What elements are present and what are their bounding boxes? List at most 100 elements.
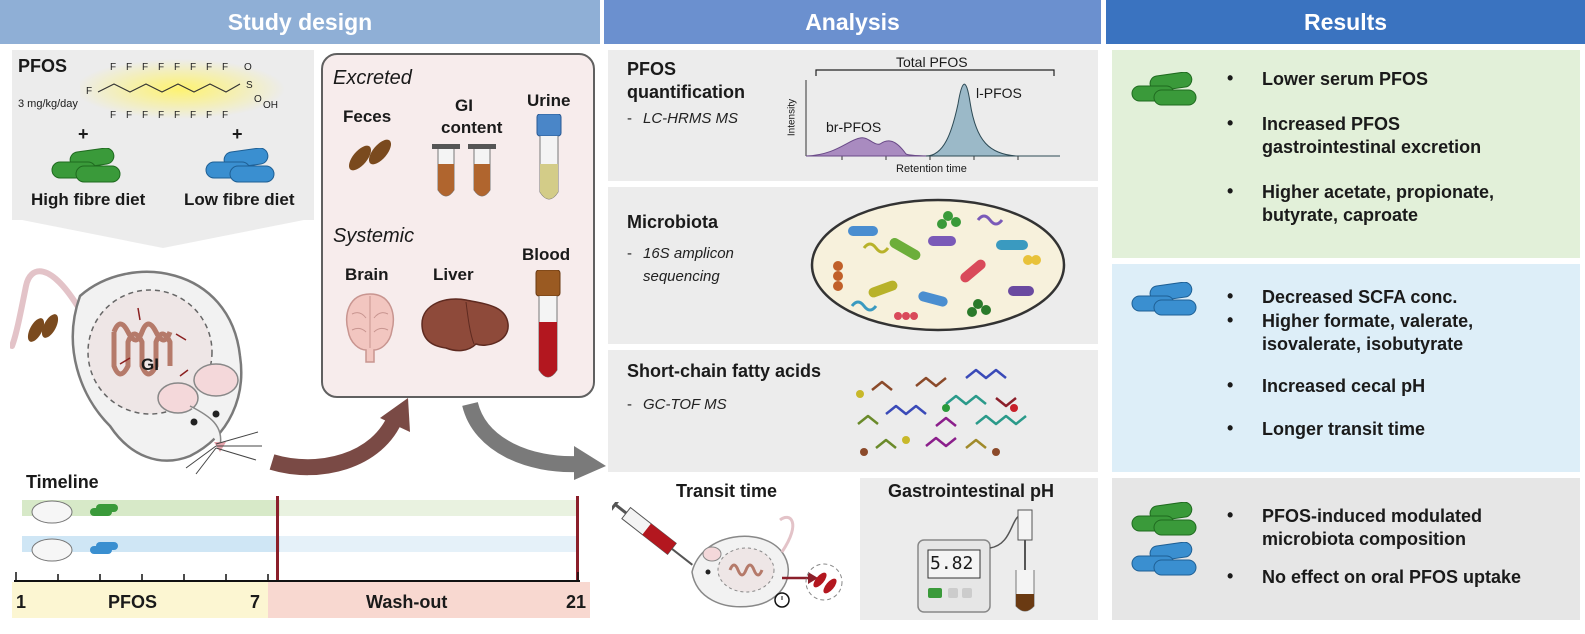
gi-label: GI	[141, 355, 159, 374]
result-both-1b: microbiota composition	[1262, 529, 1467, 549]
high-fibre-label: High fibre diet	[31, 190, 146, 209]
results-low-fibre-pellets-icon	[1131, 282, 1197, 316]
svg-text:F: F	[206, 110, 212, 121]
results-title: Results	[1303, 8, 1388, 35]
results-high-fibre-pellets-icon	[1131, 72, 1197, 106]
svg-text:F: F	[110, 62, 116, 73]
svg-text:S: S	[246, 80, 253, 91]
result-high-3a: Higher acetate, propionate,	[1262, 182, 1495, 202]
dose-label: 3 mg/kg/day	[18, 98, 78, 110]
pfos-phase-band	[12, 582, 268, 618]
svg-text:F: F	[142, 62, 148, 73]
result-low-4: Longer transit time	[1262, 419, 1426, 439]
transit-time-title: Transit time	[676, 481, 778, 501]
scfa-title: Short-chain fatty acids	[627, 361, 822, 381]
scfa-molecules-icon	[856, 368, 1027, 456]
pfos-quant-title-2: quantification	[627, 82, 745, 102]
urine-label: Urine	[527, 91, 571, 110]
svg-text:F: F	[222, 62, 228, 73]
arrow-to-analysis-icon	[462, 401, 606, 480]
feces-icon	[348, 139, 392, 171]
pfos-method: LC-HRMS MS	[643, 110, 739, 127]
svg-text:OH: OH	[263, 100, 278, 111]
bullet: •	[1227, 310, 1234, 330]
results-both-high-pellets-icon	[1131, 502, 1197, 536]
bullet: •	[1227, 375, 1234, 395]
svg-text:F: F	[126, 110, 132, 121]
washout-phase-band	[268, 582, 590, 618]
systemic-label: Systemic	[333, 225, 415, 247]
micro-method-dash: -	[627, 245, 632, 262]
scfa-method-dash: -	[627, 396, 632, 413]
brain-icon	[345, 293, 395, 363]
pfos-quant-panel	[608, 50, 1098, 181]
micro-method-1: 16S amplicon	[643, 245, 734, 262]
result-both-2: No effect on oral PFOS uptake	[1262, 567, 1522, 587]
pfos-quant-title-1: PFOS	[627, 59, 677, 79]
mouse-illustration-icon	[10, 268, 262, 475]
chromatogram-chart	[805, 69, 1060, 160]
pfos-method-dash: -	[627, 110, 632, 127]
ph-readout: 5.82	[930, 553, 974, 574]
high-fibre-pellets-icon	[51, 148, 121, 183]
chrom-total-label: Total PFOS	[896, 54, 968, 70]
chrom-y-label: Intensity	[786, 98, 798, 137]
excreted-label: Excreted	[333, 67, 412, 89]
transit-mouse-icon	[612, 502, 843, 608]
plus-sign-high: +	[78, 124, 89, 144]
pfos-label: PFOS	[18, 56, 68, 76]
timeline-mice-icon	[31, 500, 118, 562]
result-high-1: Lower serum PFOS	[1262, 69, 1429, 89]
gi-content-tubes-icon	[432, 144, 496, 197]
microbiota-petri-icon	[810, 198, 1066, 332]
brain-label: Brain	[345, 265, 389, 284]
day7-marker	[276, 496, 279, 582]
gi-content-label-1: GI	[455, 96, 473, 115]
timeline-day-7: 7	[250, 592, 261, 612]
bullet: •	[1227, 505, 1234, 525]
high-fibre-washout-bar	[280, 500, 578, 516]
bullet: •	[1227, 286, 1234, 306]
svg-text:F: F	[190, 110, 196, 121]
micro-method-2: sequencing	[643, 268, 720, 285]
gi-content-label-2: content	[441, 118, 503, 137]
svg-text:O: O	[244, 62, 252, 73]
svg-text:F: F	[142, 110, 148, 121]
liver-label: Liver	[433, 265, 474, 284]
result-high-2a: Increased PFOS	[1262, 114, 1401, 134]
svg-text:F: F	[190, 62, 196, 73]
timeline-washout-phase: Wash-out	[366, 592, 448, 612]
bullet: •	[1227, 181, 1234, 201]
analysis-title: Analysis	[805, 8, 900, 35]
plus-sign-low: +	[232, 124, 243, 144]
chrom-br-label: br-PFOS	[826, 119, 882, 135]
result-both-1a: PFOS-induced modulated	[1262, 506, 1483, 526]
chrom-l-label: l-PFOS	[976, 85, 1022, 101]
urine-tube-icon	[536, 114, 562, 200]
timeline-day-21: 21	[566, 592, 587, 612]
results-header: Results	[1106, 0, 1585, 44]
svg-text:F: F	[174, 62, 180, 73]
study-design-title: Study design	[227, 8, 373, 35]
result-low-3: Increased cecal pH	[1262, 376, 1426, 396]
svg-text:F: F	[110, 110, 116, 121]
svg-text:F: F	[126, 62, 132, 73]
study-design-header: Study design	[0, 0, 600, 44]
timeline-ticks	[15, 572, 579, 582]
analysis-header: Analysis	[604, 0, 1101, 44]
svg-text:F: F	[86, 86, 92, 97]
svg-text:F: F	[158, 110, 164, 121]
liver-icon	[421, 298, 509, 352]
timeline-day-1: 1	[16, 592, 27, 612]
result-high-2b: gastrointestinal excretion	[1262, 137, 1482, 157]
timeline-axis	[14, 580, 580, 582]
result-low-2b: isovalerate, isobutyrate	[1262, 334, 1464, 354]
result-low-1: Decreased SCFA conc.	[1262, 287, 1458, 307]
chrom-x-label: Retention time	[896, 163, 967, 175]
result-high-3b: butyrate, caproate	[1262, 205, 1419, 225]
timeline-title: Timeline	[26, 472, 99, 492]
result-low-2a: Higher formate, valerate,	[1262, 311, 1474, 331]
blood-tube-icon	[535, 270, 561, 378]
bullet: •	[1227, 113, 1234, 133]
